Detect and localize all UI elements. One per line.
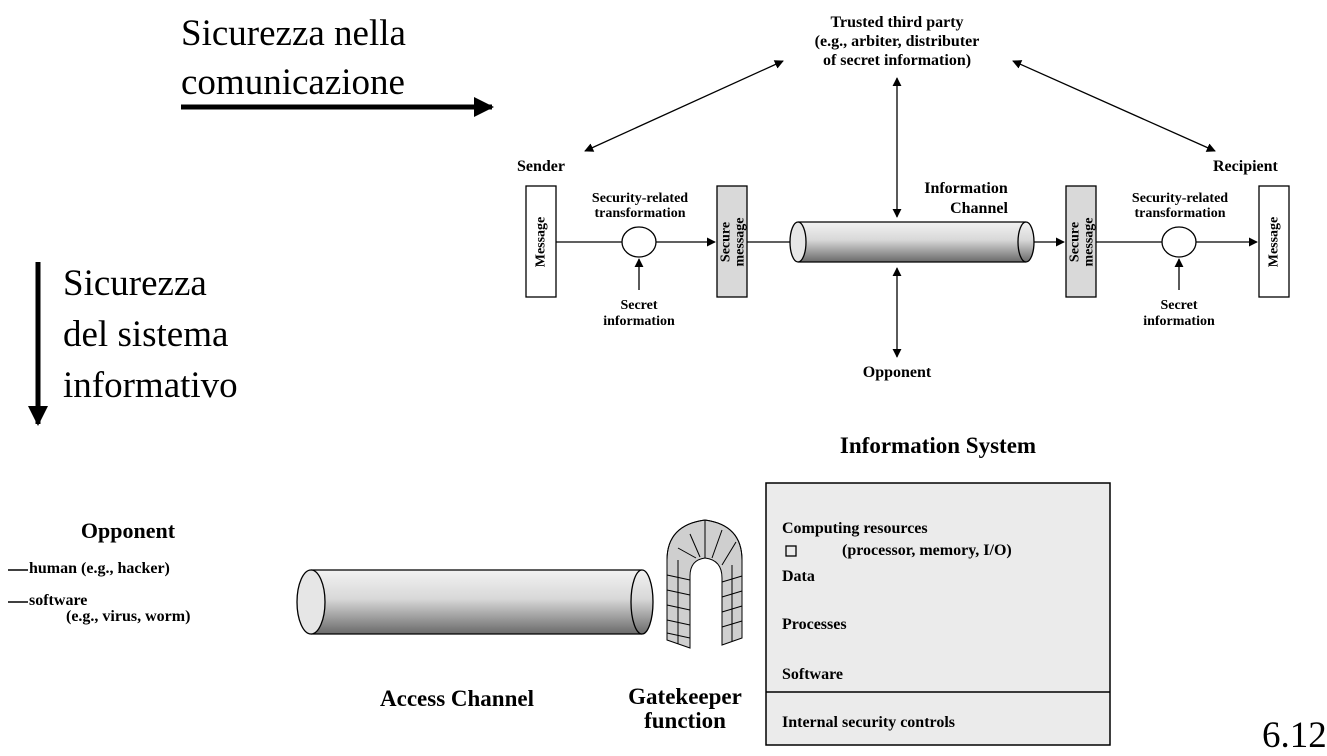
resource-processes: Processes [782,616,847,633]
resource-software: Software [782,666,844,683]
access-channel-label: Access Channel [380,686,534,711]
recipient-message-box [1258,185,1290,298]
ttp-label-line1: Trusted third party [830,14,964,31]
gatekeeper-arch [666,519,743,649]
heading-sys-line3: informativo [63,365,238,406]
recipient-transformation-line2: transformation [1134,206,1226,221]
channel-label-line1: Information [924,180,1008,197]
information-system-title: Information System [839,433,1037,458]
sender-message-label: Message [533,216,549,268]
heading-sys-line1: Sicurezza [63,263,207,304]
heading-comm-line1: Sicurezza nella [181,13,406,54]
sender-label: Sender [517,158,565,175]
recipient-transformation-line1: Security-related [1131,191,1229,206]
sender-transformation-line1: Security-related [591,191,689,206]
sender-secret-line1: Secret [620,298,658,313]
opponent-item-human: human (e.g., hacker) [29,560,170,577]
sender-secure-label-line1: Secure [718,221,734,263]
sender-message-box [525,185,557,298]
sender-secure-label-line2: message [732,217,748,267]
gatekeeper-label-line1: Gatekeeper [628,684,742,709]
access-channel-cylinder [296,569,654,635]
heading-sys-line2: del sistema [63,314,229,355]
recipient-transformation-node [1161,226,1197,258]
information-system-box [765,482,1111,746]
internal-security-controls: Internal security controls [782,714,956,731]
recipient-secret-line1: Secret [1160,298,1198,313]
resource-data: Data [782,568,815,585]
ttp-recipient-arrow [1012,60,1216,152]
recipient-message-label: Message [1266,216,1282,268]
opponent-item-software-examples: (e.g., virus, worm) [66,608,191,625]
opponent-item-software: software [29,592,88,609]
security-models-diagram [8,60,1290,746]
information-channel-cylinder [789,221,1035,263]
checkbox-icon [785,545,797,557]
sender-secret-line2: information [603,314,675,329]
ttp-sender-arrow [584,60,784,152]
sys-opponent-title: Opponent [80,518,176,543]
heading-comm-line2: comunicazione [181,62,405,103]
ttp-label-line2: (e.g., arbiter, distributer [814,33,980,50]
recipient-label: Recipient [1213,158,1278,175]
sender-transformation-node [621,226,657,258]
recipient-secure-label-line2: message [1081,217,1097,267]
resource-computing-detail: (processor, memory, I/O) [842,542,1012,559]
resource-computing: Computing resources [782,520,928,537]
recipient-secret-line2: information [1143,314,1215,329]
comm-opponent-label: Opponent [862,364,932,381]
ttp-label-line3: of secret information) [822,52,972,69]
recipient-secure-label-line1: Secure [1067,221,1083,263]
sender-transformation-line2: transformation [594,206,686,221]
channel-label-line2: Channel [950,200,1008,217]
page-number: 6.12 [1262,715,1327,756]
gatekeeper-label-line2: function [644,708,726,733]
